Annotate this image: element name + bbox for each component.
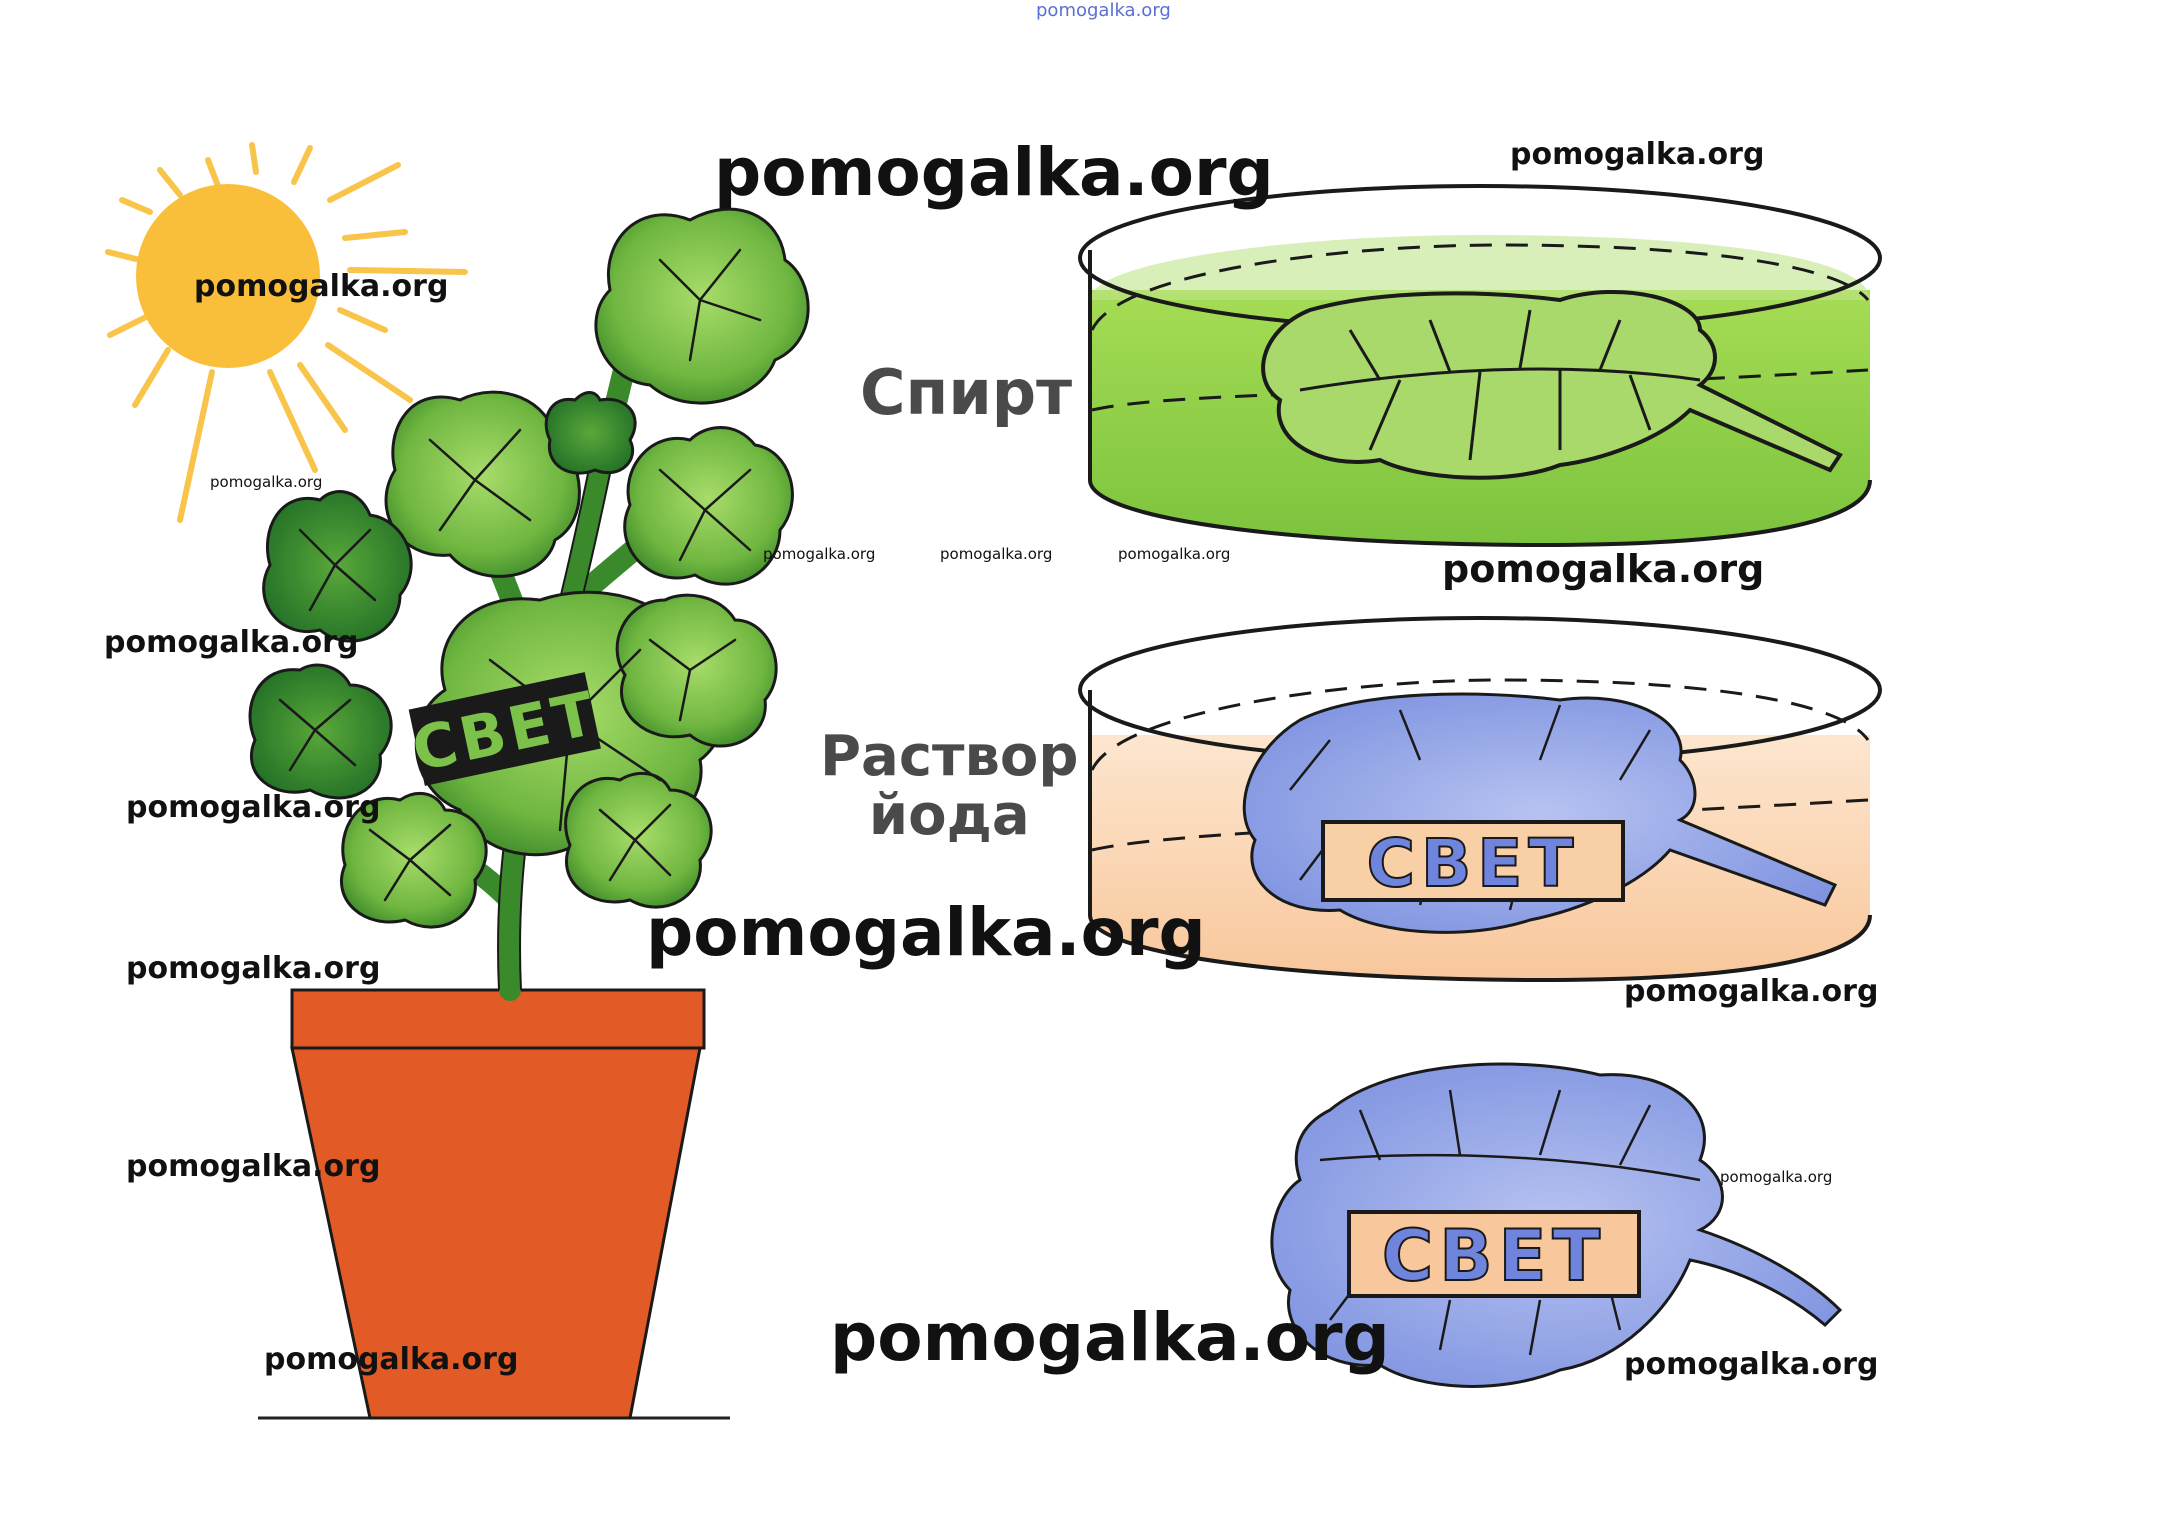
watermark-7: pomogalka.org bbox=[1118, 545, 1231, 563]
watermark-12: pomogalka.org bbox=[126, 951, 381, 986]
watermark-14: pomogalka.org bbox=[1720, 1168, 1833, 1186]
watermark-6: pomogalka.org bbox=[940, 545, 1053, 563]
watermark-11: pomogalka.org bbox=[646, 894, 1206, 971]
iodine-label-line1: Раствор bbox=[820, 724, 1079, 789]
watermark-17: pomogalka.org bbox=[264, 1342, 519, 1377]
watermark-10: pomogalka.org bbox=[126, 790, 381, 825]
sun-icon bbox=[105, 142, 468, 523]
watermark-1: pomogalka.org bbox=[714, 134, 1274, 211]
watermark-top: pomogalka.org bbox=[1036, 0, 1171, 21]
iodine-label-line2: йода bbox=[868, 782, 1030, 848]
watermark-5: pomogalka.org bbox=[763, 545, 876, 563]
watermark-15: pomogalka.org bbox=[126, 1149, 381, 1184]
petri-dish-alcohol-icon bbox=[1078, 184, 1882, 548]
watermark-9: pomogalka.org bbox=[104, 625, 359, 660]
petri-dish-iodine-icon: СВЕТ bbox=[1078, 616, 1882, 983]
stained-leaf-icon: СВЕТ bbox=[1270, 1062, 1843, 1388]
watermark-3: pomogalka.org bbox=[194, 269, 449, 304]
watermark-2: pomogalka.org bbox=[1510, 137, 1765, 172]
iodine-label: Раствор йода bbox=[820, 724, 1079, 848]
watermark-13: pomogalka.org bbox=[1624, 974, 1879, 1009]
alcohol-label: Спирт bbox=[860, 356, 1073, 429]
potted-plant-icon: СВЕТ bbox=[248, 207, 810, 1420]
stencil-label-iodine: СВЕТ bbox=[1367, 825, 1580, 902]
watermark-4: pomogalka.org bbox=[210, 473, 323, 491]
stencil-label-result: СВЕТ bbox=[1382, 1215, 1606, 1297]
watermark-8: pomogalka.org bbox=[1442, 547, 1765, 591]
watermark-16: pomogalka.org bbox=[830, 1299, 1390, 1376]
watermark-18: pomogalka.org bbox=[1624, 1347, 1879, 1382]
